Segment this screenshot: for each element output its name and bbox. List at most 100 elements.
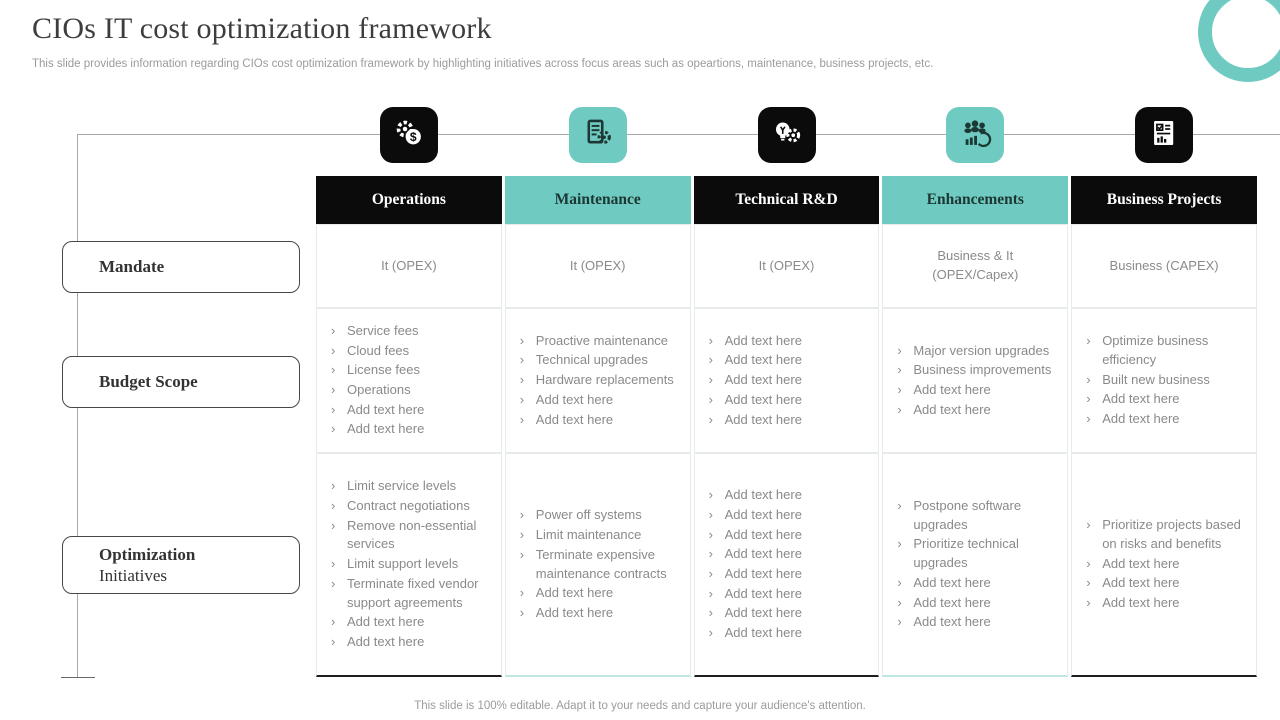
bullet-icon: ›: [331, 634, 336, 650]
list-item-text: Prioritize projects based on risks and b…: [1102, 517, 1241, 551]
list-item: ›Limit support levels: [331, 555, 495, 574]
list-item: › Prioritize projects based on risks and …: [1086, 516, 1250, 553]
page-subtitle: This slide provides information regardin…: [32, 58, 934, 70]
list-item-text: Add text here: [724, 352, 802, 368]
list-item-text: Add text here: [724, 605, 802, 621]
bullet-icon: ›: [331, 421, 336, 437]
list-item-text: License fees: [347, 362, 420, 378]
bullet-list: ›Proactive maintenance›Technical upgrade…: [506, 323, 690, 439]
list-item-text: Add text here: [1102, 555, 1180, 571]
list-item: ›Add text here: [1086, 574, 1250, 593]
list-item: ›Add text here: [897, 613, 1061, 632]
list-item: ›Add text here: [1086, 410, 1250, 429]
list-item: ›Add text here: [1086, 555, 1250, 574]
list-item: ›Add text here: [520, 584, 684, 603]
bullet-icon: ›: [331, 556, 336, 572]
list-item-text: Contract negotiations: [347, 497, 470, 513]
list-item: ›Prioritize technical upgrades: [897, 535, 1061, 572]
document-gear-icon: [581, 116, 615, 155]
bullet-icon: ›: [1086, 391, 1091, 407]
list-item-text: Power off systems: [535, 507, 642, 523]
list-item: ›License fees: [331, 361, 495, 380]
column-header-operations: Operations: [316, 176, 502, 224]
icon-tile-enhancements: [946, 107, 1005, 163]
idea-gear-icon: [770, 116, 804, 155]
page-title: CIOs IT cost optimization framework: [32, 12, 492, 45]
list-item: ›Add text here: [709, 545, 873, 564]
bullet-icon: ›: [897, 574, 902, 590]
list-item-text: Add text here: [724, 566, 802, 581]
list-item-text: Add text here: [724, 332, 802, 348]
bullet-icon: ›: [897, 497, 902, 513]
bullet-icon: ›: [331, 497, 336, 513]
bullet-icon: ›: [519, 411, 525, 427]
list-item-text: Terminate expensive maintenance contract…: [535, 546, 667, 581]
column-header-enhancements: Enhancements: [882, 176, 1069, 224]
bullet-icon: ›: [1086, 595, 1091, 611]
bullet-icon: ›: [519, 546, 525, 562]
list-item: › Add text here: [331, 633, 495, 652]
list-item: ›Add text here: [1086, 390, 1250, 409]
bullet-list: ›Limit service levels›Contract negotiati…: [317, 468, 501, 660]
list-item-text: Add text here: [913, 401, 991, 417]
list-item-text: Cloud fees: [347, 342, 410, 358]
list-item: › Add text here: [897, 401, 1061, 420]
list-item: ›Business improvements: [897, 361, 1061, 380]
list-item-text: Add text here: [724, 391, 802, 407]
list-item-text: Add text here: [1102, 595, 1180, 611]
list-item-text: Add text here: [724, 526, 802, 542]
list-item: ›Add text here: [709, 351, 873, 370]
bullet-list: ›Major version upgrades›Business improve…: [883, 333, 1067, 429]
row-label-mandate: Mandate: [62, 241, 300, 293]
list-item: ›Add text here: [331, 613, 495, 632]
gear-dollar-icon: $: [392, 116, 426, 155]
bullet-icon: ›: [1086, 371, 1091, 387]
cell-budget-scope-technical-r-d: ›Add text here›Add text here›Add text he…: [693, 308, 880, 453]
icon-tile-operations: $: [379, 107, 438, 163]
bullet-icon: ›: [708, 585, 713, 601]
list-item-text: Add text here: [347, 401, 425, 417]
bullet-list: ›Service fees›Cloud fees›License fees›Op…: [317, 313, 501, 448]
column-header-business-projects: Business Projects: [1071, 176, 1257, 224]
bullet-icon: ›: [708, 332, 713, 348]
list-item-text: Add text here: [724, 487, 802, 503]
bullet-icon: ›: [708, 411, 713, 427]
bullet-icon: ›: [897, 401, 902, 417]
cell-mandate-maintenance: It (OPEX): [504, 224, 691, 308]
list-item-text: Limit maintenance: [535, 527, 642, 543]
list-item-text: Add text here: [347, 421, 425, 437]
list-item-text: Service fees: [347, 322, 419, 338]
list-item: ›Built new business: [1086, 371, 1250, 390]
cell-optimization-initiatives-technical-r-d: ›Add text here›Add text here›Add text he…: [693, 453, 880, 677]
bullet-icon: ›: [897, 614, 902, 630]
bullet-icon: ›: [708, 506, 713, 522]
column-header-technical-r-d: Technical R&D: [693, 176, 880, 224]
list-item: ›Optimize business efficiency: [1086, 332, 1250, 369]
list-item: ›Major version upgrades: [897, 342, 1061, 361]
list-item-text: Add text here: [347, 614, 425, 630]
bullet-icon: ›: [519, 507, 525, 523]
corner-ring-decoration: [1198, 0, 1280, 82]
bullet-icon: ›: [708, 487, 713, 503]
bullet-list: ›Add text here›Add text here›Add text he…: [695, 477, 879, 652]
list-item-text: Add text here: [913, 594, 991, 610]
cell-mandate-business-projects: Business (CAPEX): [1071, 224, 1257, 308]
list-item-text: Add text here: [347, 634, 425, 650]
list-item: ›Add text here: [709, 506, 873, 525]
footer-note: This slide is 100% editable. Adapt it to…: [414, 700, 866, 712]
list-item: ›Service fees: [331, 322, 495, 341]
list-item: ›Add text here: [709, 411, 873, 430]
cell-optimization-initiatives-enhancements: ›Postpone software upgrades›Prioritize t…: [882, 453, 1069, 677]
bullet-icon: ›: [1086, 517, 1091, 533]
bullet-icon: ›: [897, 594, 902, 610]
bullet-icon: ›: [519, 527, 525, 543]
bullet-icon: ›: [708, 566, 713, 581]
row-label-budget-scope: Budget Scope: [62, 356, 300, 408]
list-item: ›Limit service levels: [331, 477, 495, 496]
list-item: ›Add text here: [520, 411, 684, 430]
list-item: › Power off systems: [520, 506, 684, 525]
bullet-icon: ›: [519, 372, 525, 388]
cell-optimization-initiatives-maintenance: › Power off systems › Limit maintenance › Ter…: [504, 453, 691, 677]
list-item-text: Remove non-essential services: [347, 517, 477, 552]
row-label-sub: Initiatives: [99, 566, 167, 585]
